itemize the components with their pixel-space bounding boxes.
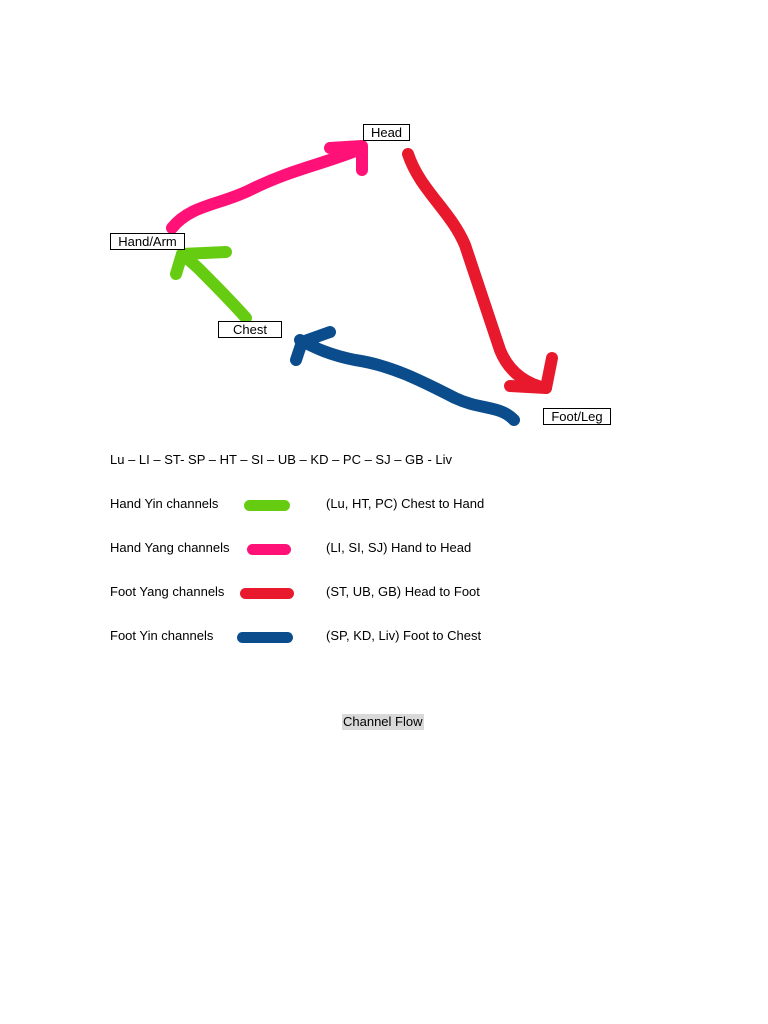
hand-yin-arrow — [176, 248, 252, 324]
legend-swatch — [244, 500, 290, 511]
legend-label: Foot Yin channels — [110, 628, 214, 643]
node-foot-leg: Foot/Leg — [543, 408, 611, 425]
hand-yang-arrowhead — [324, 140, 368, 176]
node-hand-arm: Hand/Arm — [110, 233, 185, 250]
foot-yang-arrow — [402, 148, 552, 394]
foot-yin-arrow — [294, 334, 520, 426]
legend-description: (Lu, HT, PC) Chest to Hand — [326, 496, 485, 511]
legend-label: Hand Yang channels — [110, 540, 230, 555]
legend-swatch — [240, 588, 294, 599]
foot-yang-arrowhead — [504, 352, 558, 394]
channel-sequence: Lu – LI – ST- SP – HT – SI – UB – KD – P… — [110, 452, 453, 467]
hand-yin-arrowhead — [170, 246, 232, 280]
node-head: Head — [363, 124, 410, 141]
legend-description: (SP, KD, Liv) Foot to Chest — [326, 628, 482, 643]
foot-yin-arrowhead — [290, 326, 336, 366]
legend-description: (ST, UB, GB) Head to Foot — [326, 584, 480, 599]
legend-label: Hand Yin channels — [110, 496, 219, 511]
node-chest: Chest — [218, 321, 282, 338]
diagram-caption: Channel Flow — [342, 714, 424, 730]
legend-swatch — [237, 632, 293, 643]
hand-yang-arrow — [166, 144, 364, 234]
legend-label: Foot Yang channels — [110, 584, 225, 599]
legend-description: (LI, SI, SJ) Hand to Head — [326, 540, 472, 555]
legend-swatch — [247, 544, 291, 555]
